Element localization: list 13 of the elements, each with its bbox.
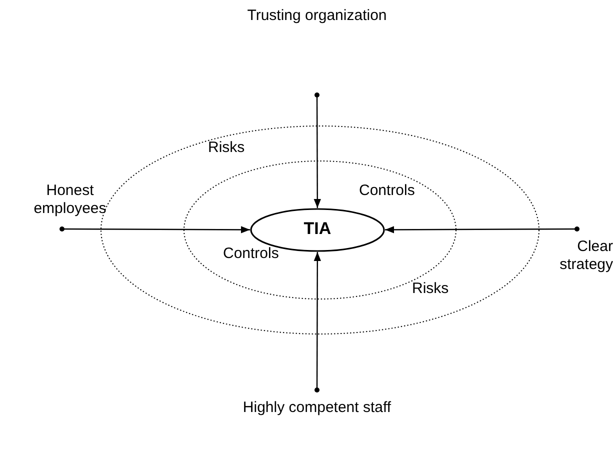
ring-label: Controls bbox=[223, 245, 279, 263]
ring-label: Risks bbox=[208, 139, 245, 157]
node-label: Clear strategy bbox=[558, 238, 613, 274]
node-label: Honest employees bbox=[32, 182, 108, 218]
ring-label: Controls bbox=[359, 182, 415, 200]
ring-label: Risks bbox=[412, 280, 449, 298]
node-label: Trusting organization bbox=[246, 7, 388, 25]
arrow bbox=[385, 226, 580, 234]
arrow bbox=[314, 92, 321, 208]
arrow bbox=[314, 252, 321, 392]
arrow bbox=[60, 226, 250, 234]
node-label: Highly competent staff bbox=[242, 399, 392, 417]
node-title: TIA bbox=[302, 220, 332, 238]
